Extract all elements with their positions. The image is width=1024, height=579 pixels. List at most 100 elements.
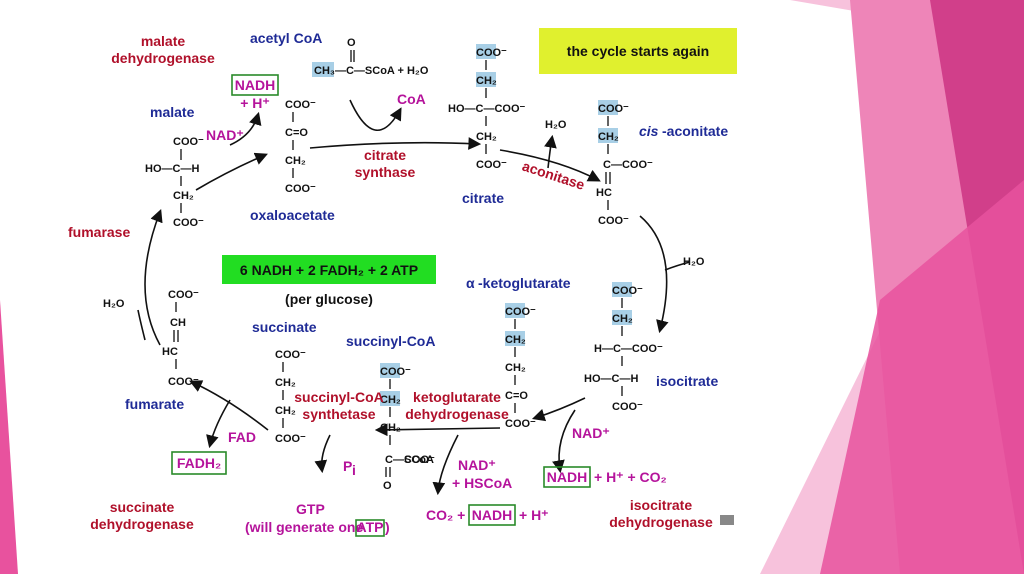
svg-text:COO⁻: COO⁻ <box>612 401 643 413</box>
svg-text:COO⁻: COO⁻ <box>476 47 507 59</box>
svg-text:SCoA: SCoA <box>404 454 434 466</box>
h-malate: + H⁺ <box>240 95 270 111</box>
isocitrate-dehydrogenase-line2: dehydrogenase <box>609 514 713 530</box>
cycle-arrows <box>137 99 691 496</box>
gtp-note-close: ) <box>385 519 390 535</box>
nadh-malate: NADH <box>235 77 275 93</box>
svg-text:COO⁻: COO⁻ <box>173 217 204 229</box>
fadh2-box <box>171 451 227 475</box>
nadh-box-malate <box>231 74 279 96</box>
svg-text:CH₂: CH₂ <box>173 190 194 202</box>
ketoglutarate-dehydrogenase-line2: dehydrogenase <box>405 406 509 422</box>
fumarase-label: fumarase <box>68 224 130 240</box>
yield-callout-box <box>222 255 436 284</box>
fadh2-label: FADH₂ <box>177 455 221 471</box>
h-ketoglutarate: + H⁺ <box>519 507 549 523</box>
svg-text:C—COO⁻: C—COO⁻ <box>385 454 435 466</box>
svg-text:C—COO⁻: C—COO⁻ <box>603 159 653 171</box>
svg-text:HC: HC <box>162 346 178 358</box>
svg-text:COO⁻: COO⁻ <box>168 376 199 388</box>
svg-text:COO⁻: COO⁻ <box>285 99 316 111</box>
succinate-dehydrogenase-line2: dehydrogenase <box>90 516 194 532</box>
alpha-symbol: α <box>466 275 475 291</box>
nad-ketoglutarate: NAD⁺ <box>458 457 496 473</box>
svg-text:COO⁻: COO⁻ <box>476 159 507 171</box>
malate-dehydrogenase-line2: dehydrogenase <box>111 50 215 66</box>
svg-text:COO⁻: COO⁻ <box>505 306 536 318</box>
atp-box <box>355 519 385 537</box>
acetyl-coa-label: acetyl CoA <box>250 30 322 46</box>
restart-callout: the cycle starts again <box>567 43 709 59</box>
malate-dehydrogenase-line1: malate <box>141 33 186 49</box>
fad-label: FAD <box>228 429 256 445</box>
acetyl-o: O <box>347 37 356 49</box>
alpha-ketoglutarate-label: -ketoglutarate <box>478 275 571 291</box>
svg-text:COO⁻: COO⁻ <box>598 103 629 115</box>
svg-text:CH₂: CH₂ <box>476 75 497 87</box>
svg-text:O: O <box>383 480 392 492</box>
svg-text:CH₂: CH₂ <box>505 362 526 374</box>
isocitrate-dehydrogenase-line1: isocitrate <box>630 497 692 513</box>
svg-text:COO⁻: COO⁻ <box>598 215 629 227</box>
svg-text:HO—C—H: HO—C—H <box>145 163 199 175</box>
svg-text:CH₂: CH₂ <box>612 313 633 325</box>
pi-label: P <box>343 458 352 474</box>
svg-text:CH₂: CH₂ <box>476 131 497 143</box>
svg-text:CH₂: CH₂ <box>380 394 401 406</box>
citrate-synthase-line1: citrate <box>364 147 406 163</box>
restart-callout-box <box>539 28 737 74</box>
alpha-ketoglutarate-structure: COO⁻ CH₂ CH₂ C=O COO⁻ <box>505 303 536 430</box>
svg-text:COO⁻: COO⁻ <box>173 136 204 148</box>
svg-text:CH₂: CH₂ <box>275 405 296 417</box>
h2o-aconitase: H₂O <box>545 119 567 131</box>
svg-text:CH: CH <box>170 317 186 329</box>
atp-label: ATP <box>357 519 384 535</box>
svg-text:C=O: C=O <box>505 390 528 402</box>
gtp-note: (will generate one <box>245 519 363 535</box>
svg-text:COO⁻: COO⁻ <box>380 366 411 378</box>
succinyl-coa-synthetase-line2: synthetase <box>302 406 375 422</box>
fumarate-label: fumarate <box>125 396 184 412</box>
svg-text:CH₂: CH₂ <box>505 334 526 346</box>
cis-prefix: cis <box>639 123 659 139</box>
nadh-box-isocitrate <box>543 466 591 488</box>
svg-text:COO⁻: COO⁻ <box>285 183 316 195</box>
svg-text:HC: HC <box>596 187 612 199</box>
svg-text:HO—C—H: HO—C—H <box>584 373 638 385</box>
svg-text:CH₂: CH₂ <box>285 155 306 167</box>
nadh-box-ketoglutarate <box>468 504 516 526</box>
succinyl-coa-label: succinyl-CoA <box>346 333 435 349</box>
malate-label: malate <box>150 104 195 120</box>
isocitrate-structure: COO⁻ CH₂ H—C—COO⁻ HO—C—H COO⁻ <box>584 282 663 413</box>
succinyl-coa-structure: COO⁻ CH₂ CH₂ C—COO⁻ SCoA O <box>380 363 435 492</box>
hscoa-ketoglutarate: + HSCoA <box>452 475 512 491</box>
oxaloacetate-label: oxaloacetate <box>250 207 335 223</box>
svg-text:C=O: C=O <box>285 127 308 139</box>
svg-text:COO⁻: COO⁻ <box>505 418 536 430</box>
cis-aconitate-structure: COO⁻ CH₂ C—COO⁻ HC COO⁻ <box>596 100 653 227</box>
nadh-ketoglutarate: NADH <box>472 507 512 523</box>
svg-text:COO⁻: COO⁻ <box>168 289 199 301</box>
succinate-label: succinate <box>252 319 317 335</box>
isocitrate-label: isocitrate <box>656 373 718 389</box>
gtp-label: GTP <box>296 501 325 517</box>
cis-aconitate-label: -aconitate <box>662 123 728 139</box>
svg-text:CH₂: CH₂ <box>275 377 296 389</box>
citrate-synthase-line2: synthase <box>355 164 416 180</box>
ketoglutarate-dehydrogenase-line1: ketoglutarate <box>413 389 501 405</box>
succinyl-coa-synthetase-line1: succinyl-CoA <box>294 389 383 405</box>
pi-subscript: i <box>352 462 356 478</box>
svg-text:COO⁻: COO⁻ <box>275 349 306 361</box>
svg-text:H—C—COO⁻: H—C—COO⁻ <box>594 343 663 355</box>
watermark-icon <box>720 515 734 525</box>
oxaloacetate-structure: COO⁻ C=O CH₂ COO⁻ <box>285 99 316 195</box>
nadh-isocitrate: NADH <box>547 469 587 485</box>
h2o-fumarase: H₂O <box>103 298 125 310</box>
co2-ketoglutarate: CO₂ + <box>426 507 465 523</box>
fumarate-structure: COO⁻ CH HC COO⁻ <box>162 289 199 388</box>
svg-text:COO⁻: COO⁻ <box>275 433 306 445</box>
yield-callout: 6 NADH + 2 FADH₂ + 2 ATP <box>240 262 418 278</box>
